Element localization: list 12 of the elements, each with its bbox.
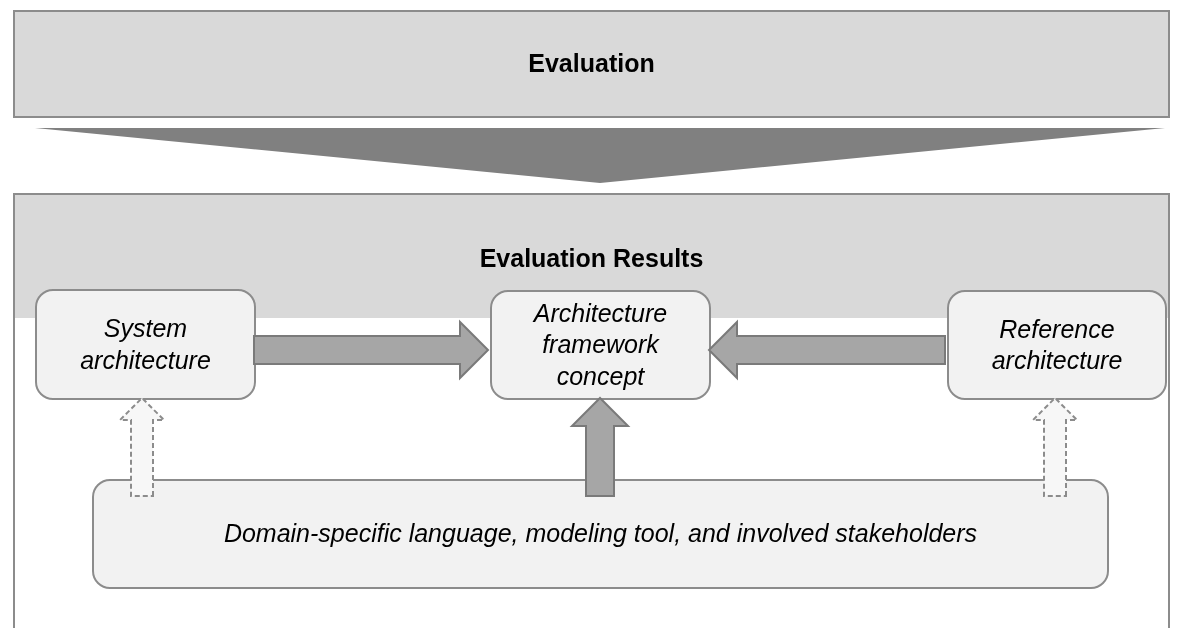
block-arrow <box>117 396 167 497</box>
rounded-box: Reference architecture <box>947 290 1167 400</box>
rounded-box: Architecture framework concept <box>490 290 711 400</box>
results-panel <box>13 193 1170 628</box>
block-arrow <box>1030 396 1080 497</box>
panel-title: Evaluation Results <box>479 243 704 274</box>
rounded-box: Domain-specific language, modeling tool, and involved stakeholders <box>92 479 1109 589</box>
block-arrow <box>569 396 631 497</box>
block-arrow <box>707 319 946 381</box>
block-arrow <box>253 319 490 381</box>
evaluation-banner: Evaluation <box>13 10 1170 118</box>
rounded-box: System architecture <box>35 289 256 400</box>
